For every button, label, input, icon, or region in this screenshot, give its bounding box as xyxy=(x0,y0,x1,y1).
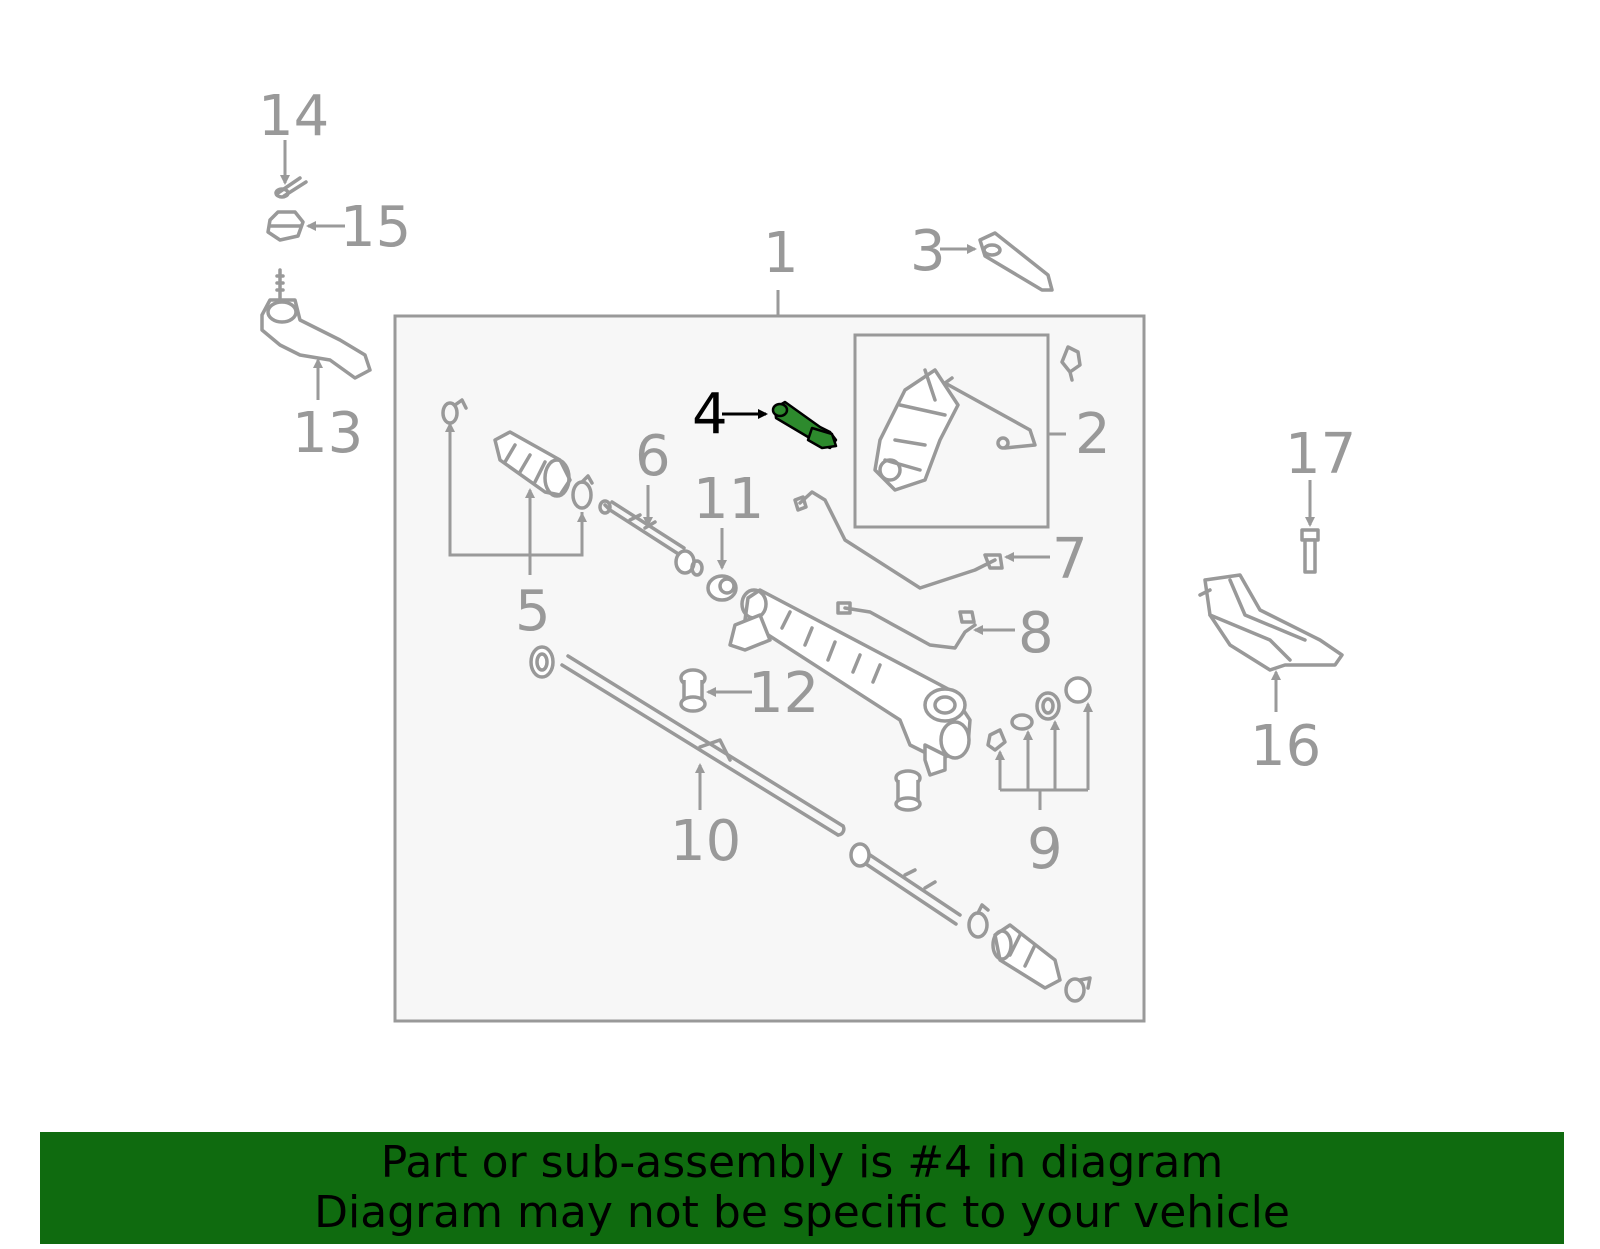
clip xyxy=(1060,345,1082,382)
valve-line xyxy=(943,376,1037,450)
callout-5: 5 xyxy=(515,579,551,644)
callout-11: 11 xyxy=(693,467,764,532)
callout-4: 4 xyxy=(692,382,728,447)
return-line-part-8 xyxy=(843,606,977,650)
lower-boot xyxy=(991,923,1092,1003)
rack-housing xyxy=(728,588,972,777)
callout-9: 9 xyxy=(1027,817,1063,882)
cotter-pin-part-14 xyxy=(276,176,308,198)
pressure-line-part-7 xyxy=(798,490,997,590)
callout-8: 8 xyxy=(1018,601,1054,666)
mount-bushing-part-12 xyxy=(679,668,707,713)
callout-12: 12 xyxy=(748,661,819,726)
lower-tie-rod xyxy=(849,842,990,939)
valve-subassembly-box xyxy=(853,333,1050,529)
callout-17: 17 xyxy=(1285,422,1356,487)
callout-10: 10 xyxy=(670,809,741,874)
bracket-part-3 xyxy=(978,231,1054,292)
shield-part-16 xyxy=(1198,573,1344,672)
assembly-box xyxy=(393,314,1146,1023)
bushing-part-11 xyxy=(706,574,738,602)
callout-13: 13 xyxy=(292,401,363,466)
valve-housing xyxy=(873,368,960,492)
callout-1: 1 xyxy=(763,221,799,286)
lower-bushing xyxy=(894,769,922,812)
bolt-part-17 xyxy=(1300,528,1320,574)
banner-line-1: Part or sub-assembly is #4 in diagram xyxy=(380,1137,1224,1188)
info-banner: Part or sub-assembly is #4 in diagram Di… xyxy=(40,1132,1564,1244)
bolt-part-4 xyxy=(771,400,838,450)
callout-3: 3 xyxy=(910,219,946,284)
callout-6: 6 xyxy=(635,424,671,489)
callout-15: 15 xyxy=(340,195,411,260)
callout-7: 7 xyxy=(1052,527,1088,592)
tie-rod-end-part-13 xyxy=(260,268,372,380)
callout-16: 16 xyxy=(1250,714,1321,779)
callout-14: 14 xyxy=(258,84,329,149)
banner-line-2: Diagram may not be specific to your vehi… xyxy=(314,1187,1290,1238)
rack-bar-part-10 xyxy=(529,645,846,837)
callout-2: 2 xyxy=(1075,402,1111,467)
seal-kit-part-9 xyxy=(986,676,1092,752)
